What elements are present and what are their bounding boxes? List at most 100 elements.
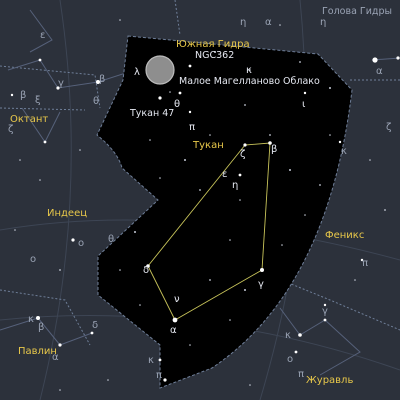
greek-kappa-phoenix: κ (341, 146, 347, 157)
star (319, 184, 321, 186)
greek-gamma-grus: γ (322, 306, 328, 317)
greek-theta: θ (174, 99, 180, 110)
star (269, 134, 271, 136)
greek-eta-hydra: η (320, 17, 326, 28)
greek-beta-hydrus: β (99, 74, 105, 85)
label-grus: Журавль (306, 375, 353, 386)
star-zeta (243, 143, 246, 146)
label-smc: Малое Магелланово Облако (179, 76, 320, 87)
label-octans: Октант (10, 114, 48, 125)
greek-pi: π (189, 122, 195, 133)
greek-epsilon: ε (222, 169, 227, 180)
star (354, 279, 356, 281)
greek-alpha-pavo: α (52, 352, 59, 363)
star-theta (179, 92, 182, 95)
greek-gamma: γ (258, 279, 264, 290)
label-tucana: Тукан (192, 140, 224, 151)
greek-eta: η (232, 180, 238, 191)
greek-beta-pavo: β (38, 322, 44, 333)
greek-beta-octans: β (20, 90, 26, 101)
label-ngc362: NGC362 (195, 50, 234, 61)
star (339, 141, 341, 143)
label-indus: Индеец (47, 208, 87, 219)
star (134, 231, 136, 233)
greek-theta-hydrus: θ (93, 96, 99, 107)
star (209, 279, 211, 281)
star-gamma (260, 268, 264, 272)
greek-epsilon-top: ε (40, 30, 45, 41)
star (119, 269, 121, 271)
star (19, 159, 21, 161)
label-hydra-head: Голова Гидры (322, 6, 392, 17)
star (58, 343, 61, 346)
star (281, 244, 283, 246)
greek-beta: β (271, 144, 277, 155)
star (14, 229, 16, 231)
greek-delta: δ (143, 265, 149, 276)
star (71, 238, 74, 241)
star (59, 389, 61, 391)
star (184, 159, 186, 161)
star (299, 61, 301, 63)
star (44, 141, 47, 144)
ngc362-star (189, 65, 192, 68)
star (119, 19, 121, 21)
star (59, 269, 61, 271)
star (244, 289, 246, 291)
star (189, 344, 191, 346)
star-iota (304, 92, 306, 94)
star (79, 149, 81, 151)
greek-xi-octans: ξ (35, 95, 41, 106)
star (36, 316, 40, 320)
star (199, 189, 201, 191)
greek-kappa-bottom: κ (148, 355, 154, 366)
star (149, 139, 151, 141)
star (369, 159, 371, 161)
label-hydrus: Южная Гидра (176, 39, 250, 50)
star (396, 56, 399, 59)
star (329, 87, 331, 89)
greek-omicron-indus: ο (78, 238, 84, 249)
greek-omicron-grus: ο (287, 354, 293, 365)
greek-pi-grus: π (298, 369, 304, 380)
star (163, 378, 166, 381)
greek-delta-pavo: δ (92, 320, 98, 331)
star-pi (189, 111, 191, 113)
star (304, 214, 306, 216)
star (329, 134, 331, 136)
star (324, 319, 327, 322)
star (295, 351, 298, 354)
tucanae47-star (158, 96, 161, 99)
star (239, 199, 241, 201)
star (139, 304, 141, 306)
star (249, 384, 251, 386)
greek-nu: ν (174, 294, 180, 305)
greek-gamma-hydrus: γ (58, 78, 64, 89)
label-tucanae47: Тукан 47 (129, 108, 174, 119)
star (91, 332, 94, 335)
greek-theta-indus: θ (108, 234, 114, 245)
star-epsilon (239, 174, 242, 177)
greek-kappa: κ (246, 65, 252, 76)
star (209, 134, 211, 136)
smc-cloud (146, 56, 174, 84)
greek-zeta: ζ (240, 149, 245, 160)
star (39, 59, 42, 62)
greek-kappa-grus: κ (285, 330, 291, 341)
star (159, 177, 161, 179)
greek-zeta-phoenix: ζ (386, 122, 391, 133)
greek-zeta-octans: ζ (8, 124, 13, 135)
star (244, 104, 246, 106)
greek-alpha-phoenix: α (376, 66, 383, 77)
label-phoenix: Феникс (325, 230, 364, 241)
greek-pi-phoenix: π (362, 258, 368, 269)
star (159, 359, 162, 362)
star (384, 209, 386, 211)
star (39, 179, 41, 181)
star-alpha (173, 318, 178, 323)
greek-pi-bottom: π (156, 370, 162, 381)
star (279, 24, 281, 26)
star (169, 91, 171, 93)
greek-omicron-indus-2: ο (30, 254, 36, 265)
